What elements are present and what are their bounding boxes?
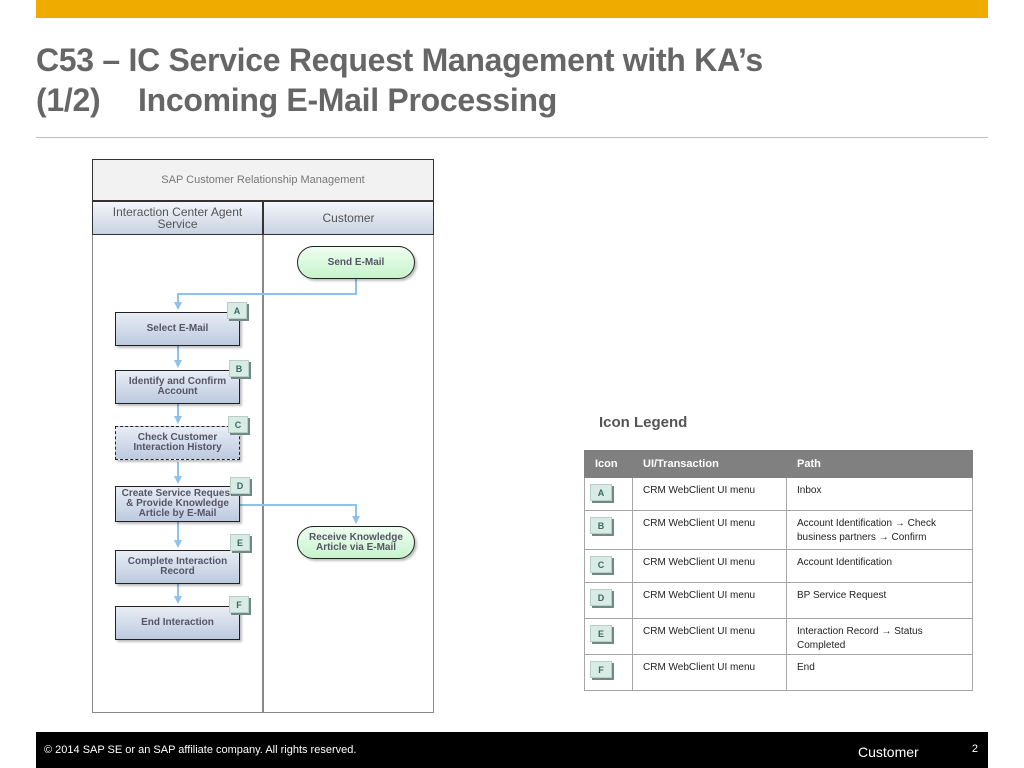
legend-path: End — [786, 654, 973, 691]
page-number: 2 — [971, 743, 978, 755]
badge-a: A — [227, 302, 247, 319]
step-receive-article: Receive Knowledge Article via E-Mail — [297, 526, 415, 559]
title-line-2: (1/2) Incoming E-Mail Processing — [36, 80, 763, 120]
title-subtitle: Incoming E-Mail Processing — [138, 82, 557, 118]
badge-e: E — [230, 534, 250, 551]
legend-badge-c: C — [590, 556, 612, 573]
legend-title: Icon Legend — [599, 414, 688, 431]
legend-path: Account Identification → Check business … — [786, 510, 973, 550]
legend-ui: CRM WebClient UI menu — [632, 549, 787, 583]
step-check-history: Check Customer Interaction History — [115, 426, 240, 460]
title-divider — [36, 137, 988, 138]
step-create-request: Create Service Request & Provide Knowled… — [115, 486, 240, 522]
legend-row: A CRM WebClient UI menu Inbox — [584, 477, 973, 511]
step-send-email: Send E-Mail — [297, 246, 415, 279]
lane-customer — [263, 235, 434, 713]
badge-f: F — [229, 596, 249, 613]
slide-title: C53 – IC Service Request Management with… — [36, 40, 763, 120]
legend-ui: CRM WebClient UI menu — [632, 510, 787, 550]
lane-agent — [92, 235, 263, 713]
legend-ui: CRM WebClient UI menu — [632, 618, 787, 655]
legend-row: C CRM WebClient UI menu Account Identifi… — [584, 549, 973, 583]
legend-ui: CRM WebClient UI menu — [632, 477, 787, 511]
footer-copyright: © 2014 SAP SE or an SAP affiliate compan… — [44, 744, 357, 756]
legend-badge-d: D — [590, 589, 612, 606]
legend-path: Interaction Record → Status Completed — [786, 618, 973, 655]
legend-ui: CRM WebClient UI menu — [632, 582, 787, 619]
legend-path: Account Identification — [786, 549, 973, 583]
legend-badge-b: B — [590, 517, 612, 534]
legend-row: E CRM WebClient UI menu Interaction Reco… — [584, 618, 973, 655]
legend-row: D CRM WebClient UI menu BP Service Reque… — [584, 582, 973, 619]
lane-agent-header: Interaction Center Agent Service — [92, 201, 263, 235]
legend-header-icon: Icon — [584, 450, 633, 478]
legend-ui: CRM WebClient UI menu — [632, 654, 787, 691]
step-identify-account: Identify and Confirm Account — [115, 370, 240, 404]
legend-badge-a: A — [590, 484, 612, 501]
lane-customer-header: Customer — [263, 201, 434, 235]
legend-row: B CRM WebClient UI menu Account Identifi… — [584, 510, 973, 550]
swimlane-header: SAP Customer Relationship Management — [92, 159, 434, 201]
legend-header-path: Path — [786, 450, 973, 478]
legend-badge-e: E — [590, 625, 612, 642]
legend-path: BP Service Request — [786, 582, 973, 619]
badge-b: B — [229, 360, 249, 377]
footer-bar: © 2014 SAP SE or an SAP affiliate compan… — [36, 732, 988, 768]
legend-header-row: Icon UI/Transaction Path — [584, 450, 973, 478]
step-select-email: Select E-Mail — [115, 312, 240, 346]
badge-c: C — [228, 416, 248, 433]
icon-legend-table: Icon UI/Transaction Path A CRM WebClient… — [584, 450, 973, 691]
top-accent-bar — [36, 0, 988, 18]
step-complete-interaction: Complete Interaction Record — [115, 550, 240, 584]
legend-header-ui: UI/Transaction — [632, 450, 787, 478]
legend-path: Inbox — [786, 477, 973, 511]
step-end-interaction: End Interaction — [115, 606, 240, 640]
title-part-number: (1/2) — [36, 82, 101, 118]
legend-row: F CRM WebClient UI menu End — [584, 654, 973, 691]
legend-badge-f: F — [590, 661, 612, 678]
title-line-1: C53 – IC Service Request Management with… — [36, 42, 763, 78]
footer-classification: Customer — [858, 744, 919, 760]
badge-d: D — [230, 477, 250, 494]
